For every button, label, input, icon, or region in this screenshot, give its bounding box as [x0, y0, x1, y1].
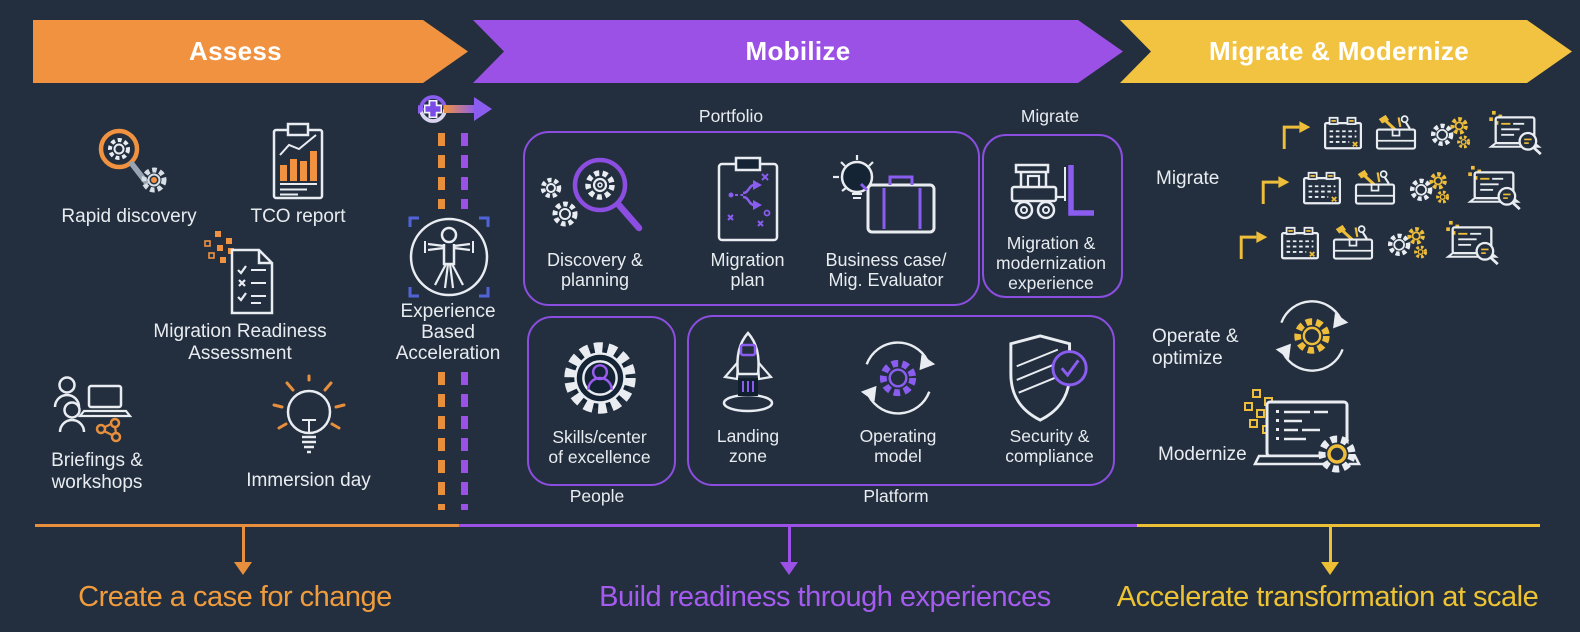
calendar-icon [1280, 226, 1320, 260]
migrate-group-label: Migrate [1020, 106, 1080, 126]
bent-arrow-icon [1259, 170, 1291, 206]
footer-phase-assess: Create a case for change [78, 581, 392, 613]
eba-dashed-line-purple-lower [461, 372, 468, 510]
mobilize-item-migration-plan: Migration plan [685, 148, 810, 291]
assess-item-label: TCO report [250, 206, 346, 227]
people-group-label: People [569, 486, 625, 506]
assess-item-rapid-discovery: Rapid discovery [60, 120, 198, 228]
cycle-gear-icon [853, 328, 943, 427]
toolbox-icon [1374, 114, 1418, 152]
mobilize-item-label: Migration & modernization experience [996, 233, 1106, 293]
vitruvian-man-icon [403, 211, 495, 303]
laptop-search-icon [1486, 110, 1544, 156]
assess-item-label: Immersion day [246, 470, 371, 491]
people-laptop-icon [49, 370, 145, 450]
mobilize-item-security-compliance: Security & compliance [992, 328, 1107, 467]
mobilize-item-label: Security & compliance [1005, 426, 1094, 466]
assess-item-tco-report: TCO report [238, 116, 358, 228]
banner-assess: Assess [33, 20, 468, 83]
forklift-icon [1004, 152, 1098, 234]
migrate-row [1280, 110, 1544, 156]
banner-migrate-modernize-label: Migrate & Modernize [1209, 36, 1469, 66]
gears-icon [1386, 226, 1432, 260]
mobilize-item-business-case: Business case/ Mig. Evaluator [815, 148, 957, 291]
banner-mobilize-label: Mobilize [745, 36, 851, 66]
banner-migrate-modernize: Migrate & Modernize [1120, 20, 1572, 83]
gears-icon [1408, 171, 1454, 205]
rocket-icon [716, 324, 780, 427]
assess-item-migration-readiness: Migration Readiness Assessment [150, 226, 330, 365]
toolbox-icon [1353, 169, 1397, 207]
platform-group-label: Platform [863, 486, 929, 506]
mobilize-item-migration-experience: Migration & modernization experience [988, 152, 1114, 293]
laptop-gear-icon [1240, 388, 1366, 482]
mobilize-item-skills-coe: Skills/center of excellence [532, 328, 667, 468]
mobilize-item-label: Operating model [859, 426, 937, 466]
eba-dashed-line-orange-lower [438, 372, 445, 510]
mobilize-item-label: Business case/ Mig. Evaluator [825, 250, 947, 291]
mobilize-item-label: Skills/center of excellence [548, 427, 651, 467]
migrate-row [1259, 165, 1523, 211]
footer-phase-mobilize: Build readiness through experiences [599, 581, 1051, 613]
calendar-icon [1323, 116, 1363, 150]
portfolio-group-label: Portfolio [698, 106, 764, 126]
lightbulb-icon [270, 370, 348, 470]
modernize-label: Modernize [1158, 444, 1247, 465]
gears-icon [1429, 116, 1475, 150]
assess-item-briefings-workshops: Briefings & workshops [36, 370, 158, 494]
banner-assess-label: Assess [189, 36, 282, 66]
laptop-search-icon [1443, 220, 1501, 266]
portfolio-box [523, 131, 980, 306]
calendar-icon [1302, 171, 1342, 205]
mobilize-item-label: Discovery & planning [546, 250, 644, 291]
eba-label: Experience Based Acceleration [395, 301, 501, 364]
mobilize-item-label: Landing zone [716, 426, 780, 466]
mobilize-item-operating-model: Operating model [838, 328, 958, 467]
operate-optimize-label: Operate & optimize [1152, 326, 1239, 369]
bulb-briefcase-icon [830, 148, 942, 250]
assess-item-immersion-day: Immersion day [236, 370, 381, 492]
footer-line-mobilize [459, 524, 1137, 527]
gear-person-icon [556, 328, 644, 428]
migrate-row [1237, 220, 1501, 266]
assess-item-label: Rapid discovery [61, 206, 197, 227]
report-chart-icon [271, 116, 325, 206]
assess-item-label: Briefings & workshops [51, 450, 143, 493]
platform-box [687, 315, 1115, 486]
refresh-plus-arrow-icon [412, 88, 506, 132]
checklist-document-icon [201, 226, 279, 321]
right-migrate-label: Migrate [1156, 168, 1220, 189]
shield-check-icon [1005, 328, 1095, 427]
bent-arrow-icon [1280, 115, 1312, 151]
footer-phase-modernize: Accelerate transformation at scale [1116, 581, 1539, 613]
clipboard-flow-icon [716, 148, 780, 250]
laptop-search-icon [1465, 165, 1523, 211]
footer-line-assess [35, 524, 459, 527]
migrate-box [982, 134, 1123, 298]
mobilize-item-landing-zone: Landing zone [695, 324, 801, 467]
assess-item-label: Migration Readiness Assessment [153, 321, 327, 364]
footer-line-modernize [1137, 524, 1540, 527]
eba-dashed-line-purple [461, 133, 468, 209]
eba-dashed-line-orange [438, 133, 445, 209]
cycle-gear-icon [1268, 292, 1356, 380]
mobilize-item-label: Migration plan [710, 250, 785, 291]
people-box [527, 316, 676, 486]
magnifier-gears-icon [83, 120, 175, 206]
bent-arrow-icon [1237, 225, 1269, 261]
mobilize-item-discovery-planning: Discovery & planning [532, 146, 658, 291]
magnifier-gear-icon [540, 146, 650, 250]
toolbox-icon [1331, 224, 1375, 262]
banner-mobilize: Mobilize [473, 20, 1123, 83]
